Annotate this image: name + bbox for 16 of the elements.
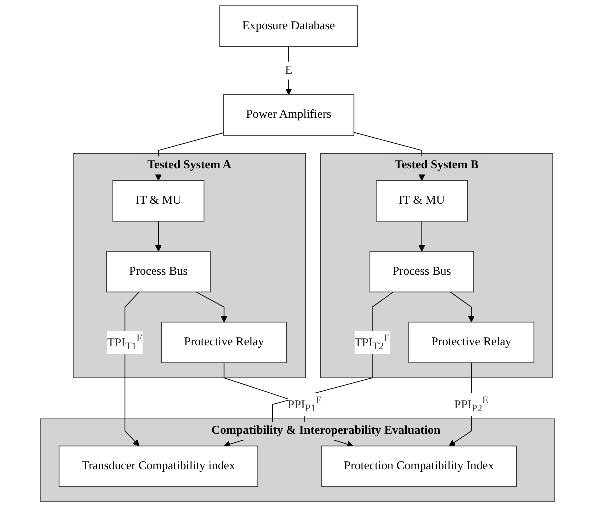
node-box: IT & MU (376, 180, 468, 222)
arrow (286, 46, 292, 96)
node-box: IT & MU (112, 180, 205, 222)
arrow (450, 292, 475, 323)
arrow (418, 221, 426, 252)
node-box: Transducer Compatibility index (58, 446, 258, 488)
node-box: Protective Relay (408, 322, 535, 364)
node-box: Protective Relay (161, 322, 288, 364)
node-box: Power Amplifiers (223, 94, 355, 136)
node-box: Process Bus (370, 251, 474, 293)
arrow (155, 221, 162, 252)
edge-label: E (285, 64, 293, 77)
node-box: Process Bus (106, 251, 211, 293)
node-box: Protection Compatibility Index (321, 446, 518, 488)
arrow (196, 292, 228, 323)
node-box: Exposure Database (220, 6, 358, 48)
